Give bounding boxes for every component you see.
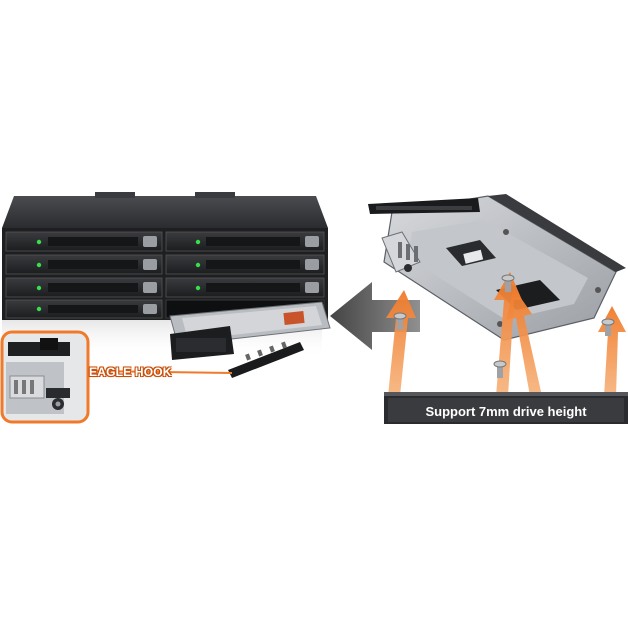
drive-bay[interactable] bbox=[165, 231, 325, 252]
status-led-icon bbox=[36, 285, 42, 291]
drive-bay[interactable] bbox=[5, 299, 163, 319]
drive-bay[interactable] bbox=[165, 277, 325, 298]
eagle-hook-callout bbox=[0, 330, 233, 424]
tray-handle bbox=[368, 198, 480, 273]
drive-bay[interactable] bbox=[5, 277, 163, 298]
drive-height-caption: Support 7mm drive height bbox=[425, 404, 587, 419]
status-led-icon bbox=[195, 285, 201, 291]
screw-arrows bbox=[386, 272, 626, 396]
eagle-hook-lever[interactable] bbox=[228, 341, 304, 378]
drive-bay[interactable] bbox=[5, 231, 163, 252]
drive-bay[interactable] bbox=[165, 254, 325, 275]
bay-column-left bbox=[5, 231, 163, 319]
insert-arrow-icon bbox=[330, 282, 420, 350]
enclosure bbox=[2, 192, 331, 378]
ssd-drive bbox=[384, 392, 628, 424]
eagle-hook-label: EAGLE HOOK bbox=[89, 365, 172, 379]
status-led-icon bbox=[36, 306, 42, 312]
status-led-icon bbox=[36, 262, 42, 268]
screw-icon bbox=[493, 360, 507, 378]
status-led-icon bbox=[36, 239, 42, 245]
drive-bay[interactable] bbox=[5, 254, 163, 275]
screw-icon bbox=[501, 274, 515, 292]
status-led-icon bbox=[195, 239, 201, 245]
screw-icon bbox=[393, 312, 407, 330]
status-led-icon bbox=[195, 262, 201, 268]
inserted-tray[interactable] bbox=[169, 301, 331, 378]
tray-exploded-view bbox=[368, 194, 626, 341]
screw-icon bbox=[601, 318, 615, 336]
